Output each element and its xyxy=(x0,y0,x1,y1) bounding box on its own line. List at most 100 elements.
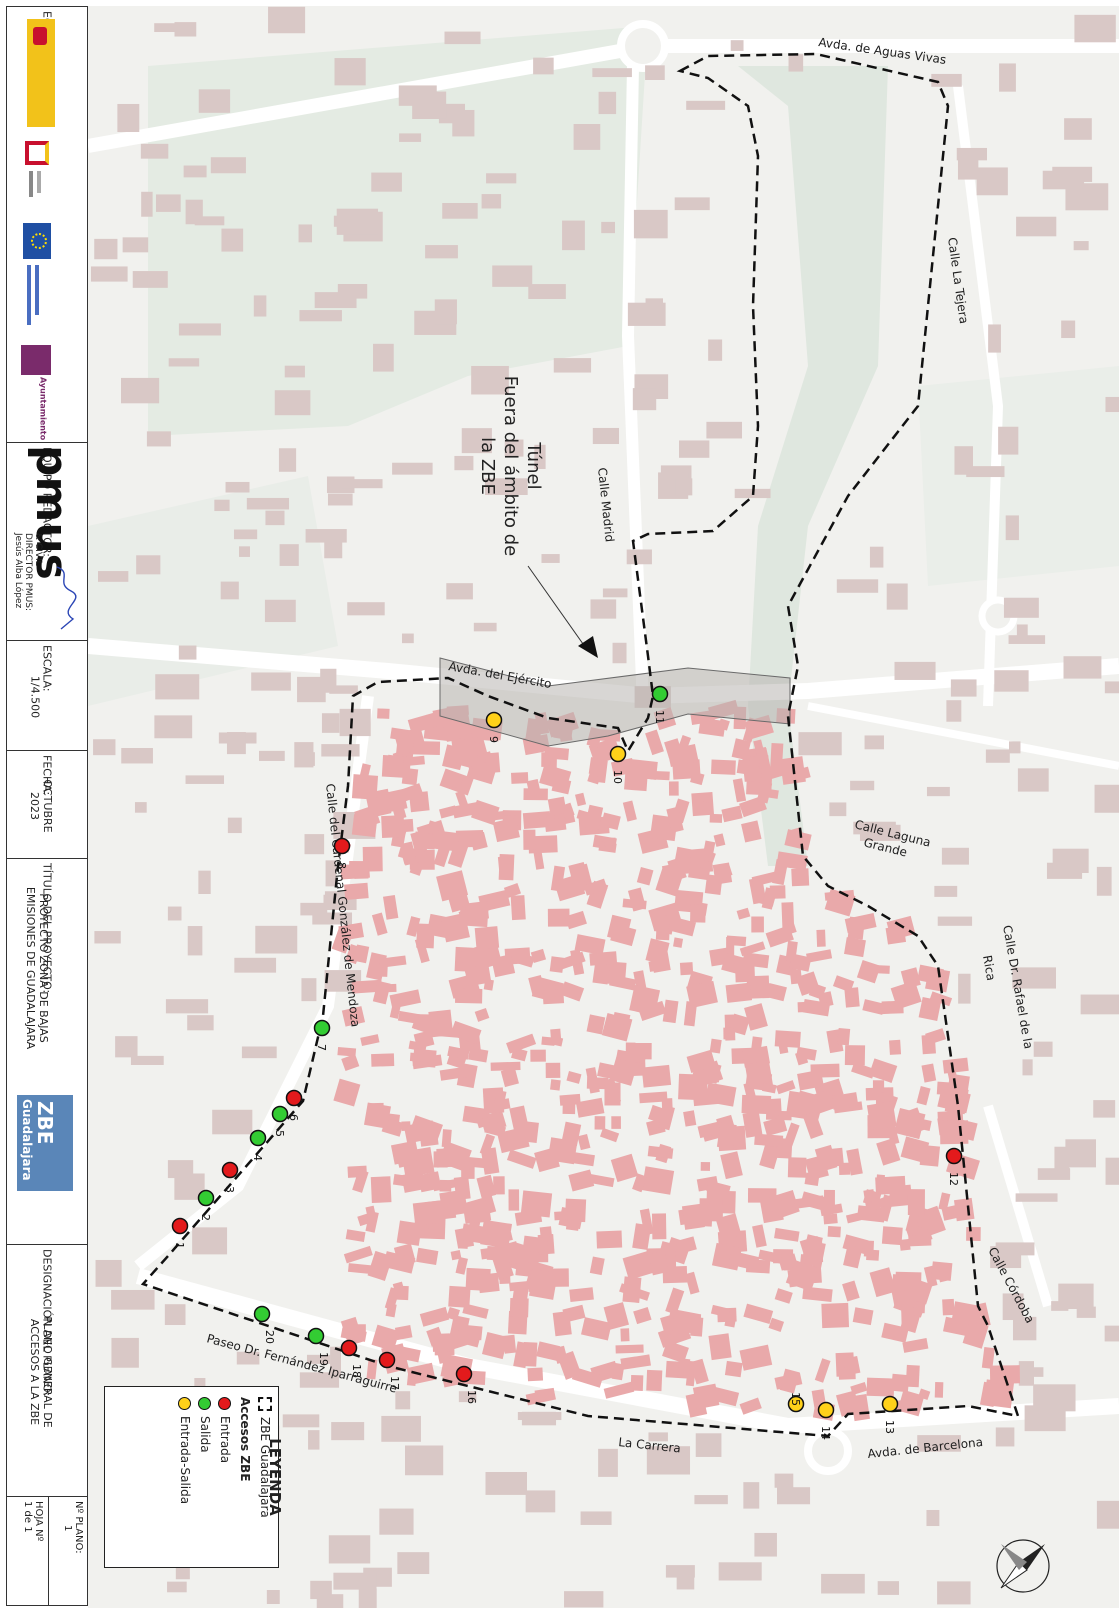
building-zbe xyxy=(382,894,399,920)
building-outside xyxy=(236,1351,260,1365)
building-outside xyxy=(185,775,225,784)
building-outside xyxy=(1017,768,1049,792)
building-zbe xyxy=(480,1147,500,1175)
building-zbe xyxy=(692,1383,720,1410)
building-zbe xyxy=(412,741,441,755)
building-outside xyxy=(1096,866,1112,896)
access-point-3[interactable] xyxy=(221,1161,239,1179)
building-outside xyxy=(234,957,277,973)
access-point-15[interactable] xyxy=(787,1395,805,1413)
access-point-12[interactable] xyxy=(945,1147,963,1165)
building-outside xyxy=(1073,241,1089,251)
building-outside xyxy=(227,817,242,834)
building-outside xyxy=(395,1391,411,1410)
building-outside xyxy=(333,1572,377,1590)
building-outside xyxy=(111,1289,155,1310)
access-point-14[interactable] xyxy=(817,1401,835,1419)
building-outside xyxy=(706,421,743,439)
building-zbe xyxy=(594,1116,606,1130)
building-zbe xyxy=(352,1169,369,1193)
building-zbe xyxy=(705,1082,737,1107)
building-zbe xyxy=(774,1030,801,1048)
building-zbe xyxy=(870,1193,898,1211)
access-point-19[interactable] xyxy=(307,1327,325,1345)
building-zbe xyxy=(891,1373,910,1393)
access-point-17[interactable] xyxy=(378,1351,396,1369)
building-outside xyxy=(869,546,884,568)
building-zbe xyxy=(510,895,526,921)
access-point-7[interactable] xyxy=(313,1019,331,1037)
building-zbe xyxy=(484,1122,506,1138)
building-zbe xyxy=(476,1114,498,1129)
building-outside xyxy=(304,834,325,855)
hoja-cell: HOJA Nº 1 de 1 xyxy=(7,1497,49,1605)
title-block: EQUIPO PROMOTOR: Ayuntam xyxy=(6,6,88,1606)
fecha-cell: FECHA: OCTUBRE 2023 xyxy=(7,751,87,859)
building-zbe xyxy=(862,999,885,1015)
building-outside xyxy=(937,916,973,926)
building-zbe xyxy=(811,1089,836,1115)
access-point-16[interactable] xyxy=(455,1365,473,1383)
building-outside xyxy=(1016,624,1028,640)
building-zbe xyxy=(732,778,747,803)
building-outside xyxy=(1096,1500,1119,1529)
access-point-4[interactable] xyxy=(249,1129,267,1147)
access-point-9[interactable] xyxy=(485,711,503,729)
building-zbe xyxy=(372,980,391,1005)
access-point-10[interactable] xyxy=(609,745,627,763)
building-outside xyxy=(946,700,962,722)
designacion-line1: PLANO GENERAL DE xyxy=(41,1316,54,1428)
access-point-13[interactable] xyxy=(881,1395,899,1413)
building-zbe xyxy=(455,988,483,1004)
building-zbe xyxy=(881,1226,903,1246)
building-outside xyxy=(859,824,901,841)
access-point-1[interactable] xyxy=(171,1217,189,1235)
access-point-18[interactable] xyxy=(340,1339,358,1357)
access-point-20[interactable] xyxy=(253,1305,271,1323)
access-point-label-7: 7 xyxy=(315,1044,328,1051)
access-point-label-6: 6 xyxy=(287,1114,300,1121)
building-outside xyxy=(990,1246,1022,1269)
access-point-label-3: 3 xyxy=(223,1186,236,1193)
building-outside xyxy=(1012,1316,1037,1341)
building-outside xyxy=(730,40,744,51)
building-zbe xyxy=(550,1028,562,1046)
building-zbe xyxy=(751,870,781,887)
building-outside xyxy=(401,633,414,644)
building-zbe xyxy=(768,1317,785,1332)
building-zbe xyxy=(527,1367,544,1382)
building-zbe xyxy=(481,1331,509,1360)
building-outside xyxy=(258,750,285,761)
building-outside xyxy=(324,541,343,559)
building-zbe xyxy=(842,1356,861,1376)
building-zbe xyxy=(534,1387,556,1402)
building-zbe xyxy=(485,752,501,774)
building-zbe xyxy=(448,1285,471,1308)
access-point-2[interactable] xyxy=(197,1189,215,1207)
building-zbe xyxy=(544,817,567,833)
building-zbe xyxy=(842,1280,860,1302)
building-zbe xyxy=(522,811,552,829)
building-zbe xyxy=(480,1219,513,1249)
access-point-5[interactable] xyxy=(271,1105,289,1123)
building-zbe xyxy=(343,1245,373,1264)
access-point-6[interactable] xyxy=(285,1089,303,1107)
building-outside xyxy=(373,343,394,372)
access-point-8[interactable] xyxy=(333,837,351,855)
building-zbe xyxy=(610,1153,639,1183)
building-zbe xyxy=(566,1071,582,1084)
building-outside xyxy=(877,1581,900,1595)
building-outside xyxy=(90,266,128,282)
escala-cell: ESCALA: 1/4.500 xyxy=(7,641,87,751)
building-zbe xyxy=(754,1133,784,1147)
access-point-11[interactable] xyxy=(651,685,669,703)
building-outside xyxy=(1080,994,1119,1015)
building-zbe xyxy=(679,962,694,976)
building-zbe xyxy=(816,929,826,947)
building-outside xyxy=(676,1567,695,1590)
plano-value: 1 xyxy=(62,1525,73,1532)
building-outside xyxy=(1074,14,1116,43)
building-zbe xyxy=(819,1203,843,1217)
building-outside xyxy=(917,1435,961,1452)
building-zbe xyxy=(569,1151,595,1167)
